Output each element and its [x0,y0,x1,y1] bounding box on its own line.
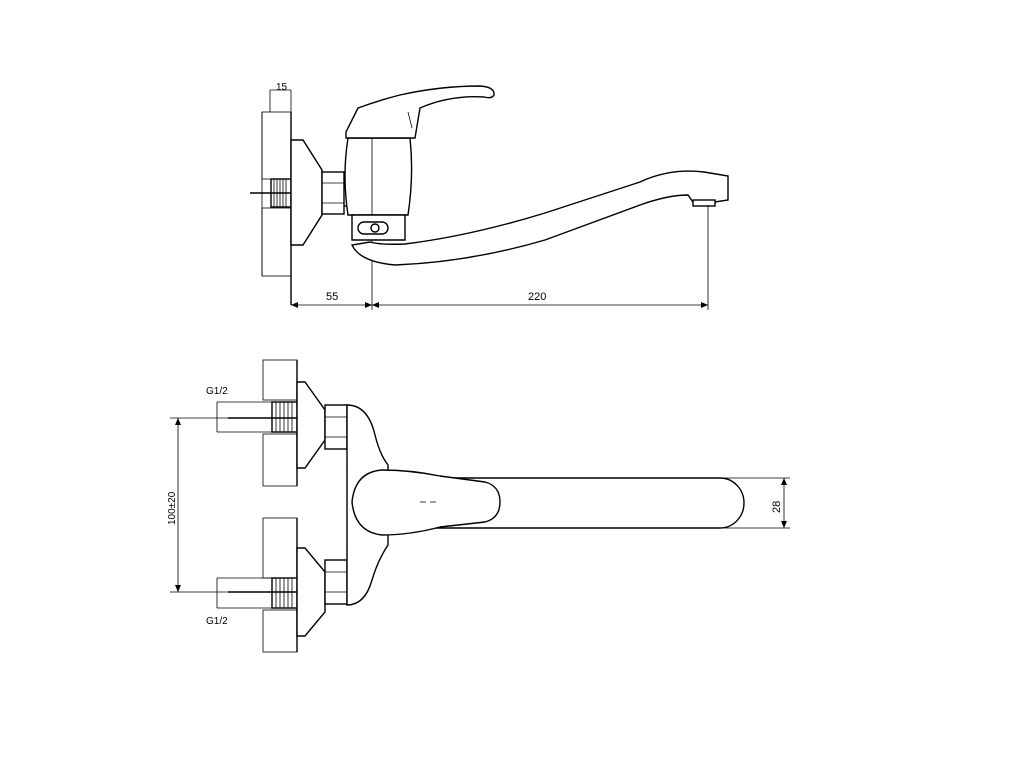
dimension-lines-top [170,401,790,609]
lever-handle-top [351,469,501,536]
dim-thread-lower: G1/2 [206,616,228,627]
escutcheon-lower [296,547,326,637]
inlet-pipe-upper [228,401,320,433]
escutcheon-side [290,139,323,246]
side-view: 15 55 220 [250,82,729,310]
mixer-body-side [344,137,413,300]
dim-wall-to-body: 55 [326,291,338,303]
eccentric-nut-side [321,171,350,215]
eccentric-nut-upper [324,404,348,450]
dim-inlet-spacing: 100±20 [167,491,178,525]
spout-side [350,170,729,266]
dim-wall-thickness: 15 [276,82,288,93]
dim-thread-upper: G1/2 [206,386,228,397]
escutcheon-upper [296,381,326,469]
dim-spout-width: 28 [771,501,783,513]
top-view: G1/2 G1/2 100±20 28 [167,359,790,653]
lever-handle-side [345,85,495,139]
threaded-pipe-side [250,178,322,208]
dimension-lines-side [270,89,709,310]
dim-spout-reach: 220 [528,291,546,303]
eccentric-nut-lower [324,559,348,605]
